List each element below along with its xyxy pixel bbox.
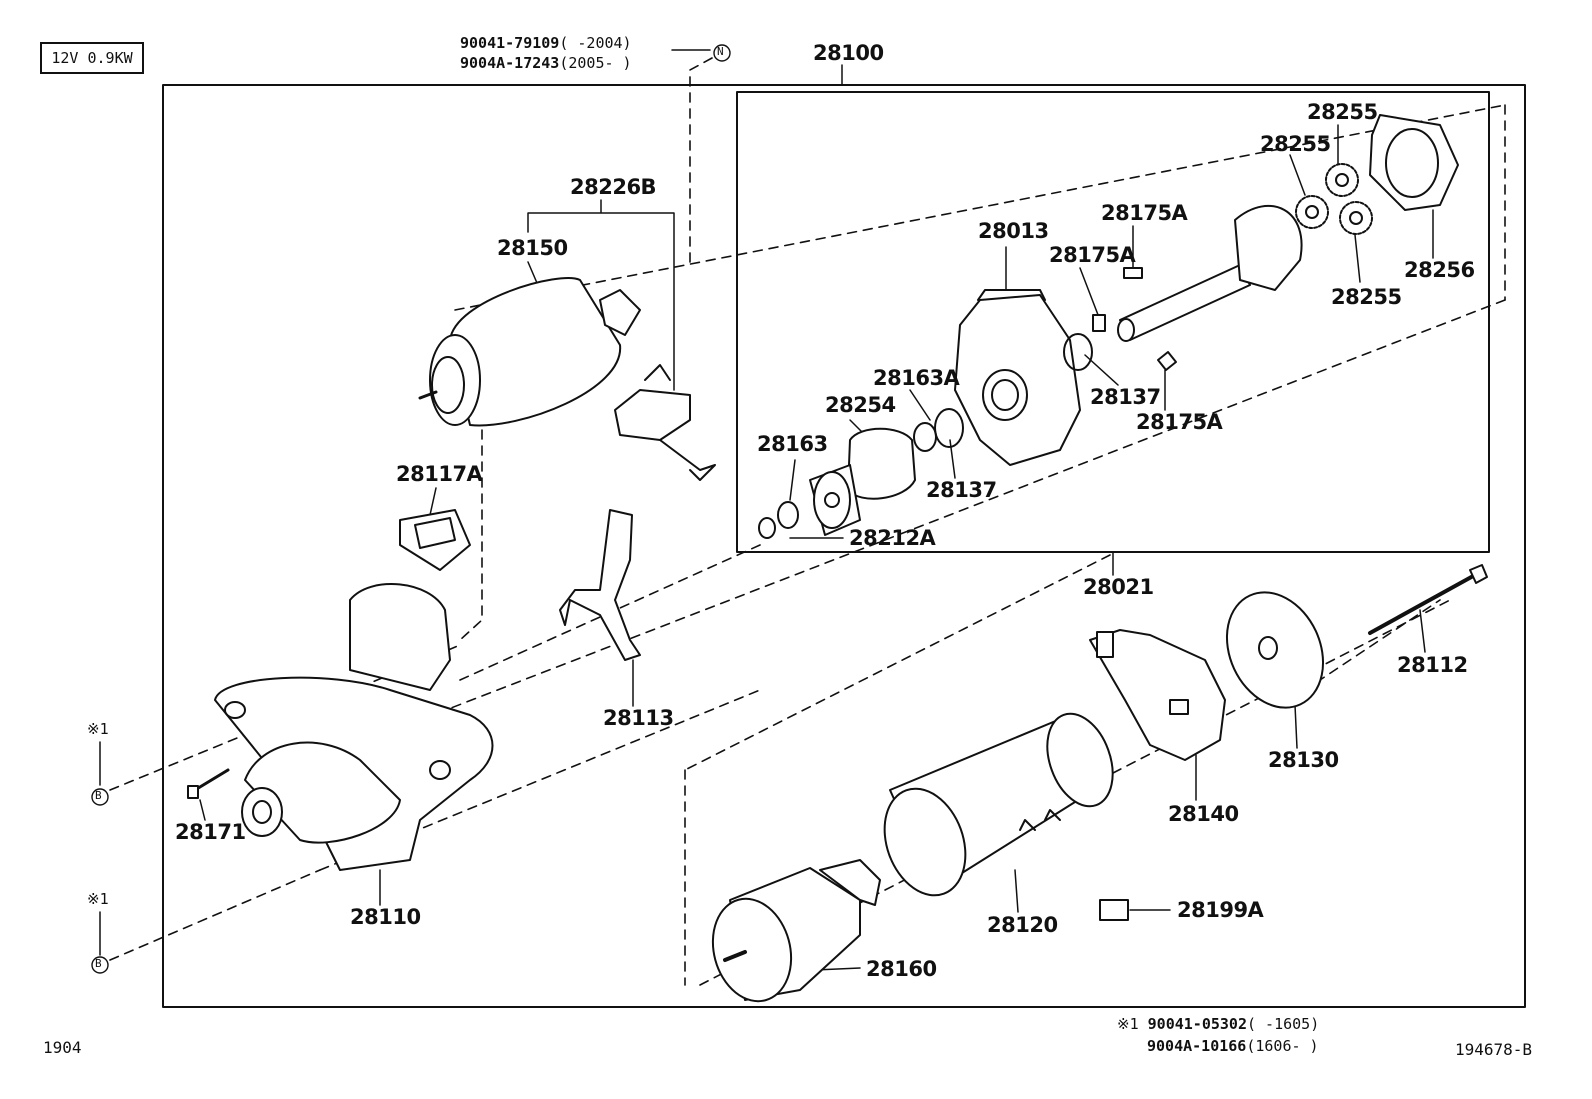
label-28130: 28130: [1268, 748, 1339, 772]
yoke-28120-drawing: [883, 712, 1114, 897]
block-28175A-3: [1157, 351, 1177, 371]
b-marker-circle-1: [91, 788, 109, 806]
label-28255-3: 28255: [1331, 285, 1402, 309]
end-cover-28130-drawing: [1225, 591, 1325, 709]
label-28117A: 28117A: [396, 462, 483, 486]
brush-holder-28140-drawing: [1089, 629, 1226, 761]
armature-28160-drawing: [711, 859, 881, 1003]
ring-28137-1: [1063, 333, 1093, 371]
label-28137-1: 28137: [1090, 385, 1161, 409]
label-28171: 28171: [175, 820, 246, 844]
label-28113: 28113: [603, 706, 674, 730]
gear-28255-3: [1339, 201, 1373, 235]
label-28120: 28120: [987, 913, 1058, 937]
label-28175A-3: 28175A: [1136, 410, 1223, 434]
label-28255-1: 28255: [1307, 100, 1378, 124]
label-28013: 28013: [978, 219, 1049, 243]
gear-28255-2: [1325, 163, 1359, 197]
top-note-range2: (2005- ): [559, 54, 632, 72]
label-28226B: 28226B: [570, 175, 657, 199]
label-28254: 28254: [825, 393, 896, 417]
label-28100: 28100: [813, 41, 884, 65]
spec-box: 12V 0.9KW: [40, 42, 144, 74]
top-note-part1: 90041-79109: [460, 34, 560, 52]
label-28199A: 28199A: [1177, 898, 1264, 922]
ref-circle-2: B: [95, 957, 102, 970]
label-28112: 28112: [1397, 653, 1468, 677]
ring-28137-2: [934, 408, 964, 448]
bottom-note-part2: 9004A-10166: [1147, 1037, 1247, 1055]
top-note-line2: 9004A-17243(2005- ): [460, 56, 632, 71]
n-marker-letter: N: [717, 45, 724, 58]
top-note-line1: 90041-79109( -2004): [460, 36, 632, 51]
bottom-note-part1: 90041-05302: [1147, 1015, 1247, 1033]
shaft-drawing: [1117, 204, 1303, 342]
b-marker-circle-2: [91, 956, 109, 974]
footer-code-left: 1904: [43, 1038, 82, 1057]
label-28163: 28163: [757, 432, 828, 456]
bottom-note-mark: ※1: [1117, 1015, 1139, 1033]
inner-frame-28100: [736, 91, 1490, 553]
ring-28163: [777, 501, 799, 529]
label-28212A: 28212A: [849, 526, 936, 550]
label-28175A-1: 28175A: [1101, 201, 1188, 225]
block-28175A-1: [1123, 267, 1143, 279]
part-28117A-drawing: [399, 509, 471, 571]
bottom-note-range2: (1606- ): [1246, 1037, 1319, 1055]
n-marker-circle: [713, 44, 731, 62]
gear-28255-1: [1295, 195, 1329, 229]
solenoid-28150-drawing: [418, 277, 641, 427]
footer-code-right: 194678-B: [1455, 1040, 1533, 1059]
clutch-28254-drawing: [809, 427, 916, 536]
outer-frame: [162, 84, 1526, 1008]
label-28140: 28140: [1168, 802, 1239, 826]
ref-circle-1: B: [95, 789, 102, 802]
frame-28013-drawing: [954, 289, 1081, 466]
label-28137-2: 28137: [926, 478, 997, 502]
terminal-28226B-drawing: [614, 364, 716, 481]
label-28163A: 28163A: [873, 366, 960, 390]
ref-star-1: ※1: [87, 720, 109, 738]
label-28175A-2: 28175A: [1049, 243, 1136, 267]
bolt-28171-drawing: [187, 768, 230, 799]
lever-28113-drawing: [559, 509, 641, 661]
label-28150: 28150: [497, 236, 568, 260]
bottom-note-line2: 9004A-10166(1606- ): [1147, 1039, 1319, 1054]
bottom-note-range1: ( -1605): [1246, 1015, 1320, 1033]
part-28199A-drawing: [1099, 899, 1129, 921]
ring-28212A: [758, 517, 776, 539]
label-28255-2: 28255: [1260, 132, 1331, 156]
label-28256: 28256: [1404, 258, 1475, 282]
ref-star-2: ※1: [87, 890, 109, 908]
housing-28110-drawing: [214, 583, 494, 871]
through-bolt-28112-drawing: [1368, 564, 1488, 635]
bottom-note-line1: ※1 90041-05302( -1605): [1117, 1017, 1319, 1032]
guide-lines: [109, 57, 1506, 986]
label-28021: 28021: [1083, 575, 1154, 599]
top-note-range1: ( -2004): [559, 34, 632, 52]
block-28175A-2: [1092, 314, 1106, 332]
ring-gear-28256-drawing: [1369, 114, 1459, 211]
label-28110: 28110: [350, 905, 421, 929]
label-28160: 28160: [866, 957, 937, 981]
top-note-part2: 9004A-17243: [460, 54, 560, 72]
ring-28163A: [913, 422, 937, 452]
